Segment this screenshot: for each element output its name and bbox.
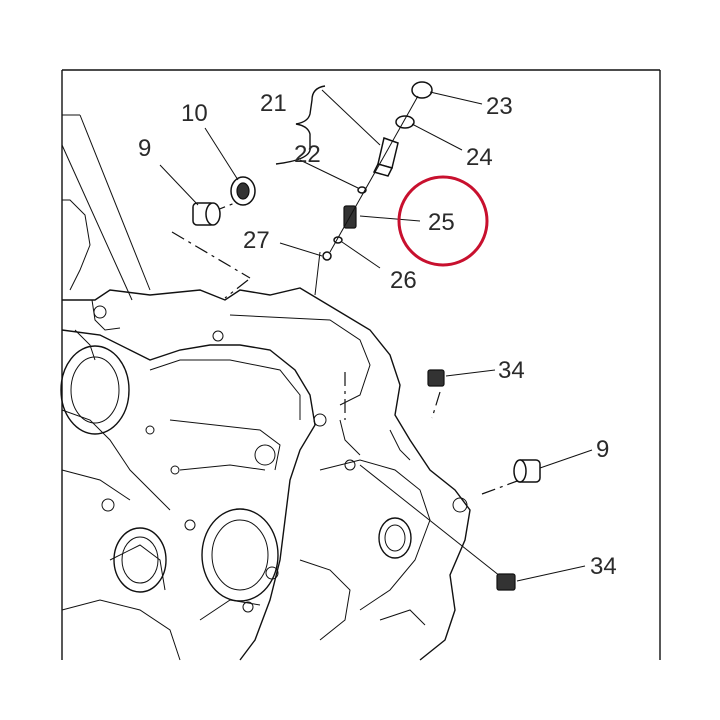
label-part-27: 27 (243, 227, 270, 254)
crankcase-bores (60, 305, 468, 613)
part-34-plug-top (427, 369, 445, 387)
label-part-25: 25 (428, 209, 455, 236)
label-part-22: 22 (294, 141, 321, 168)
part-10-seal (230, 176, 256, 206)
diagram-frame (61, 69, 661, 660)
part-27-ball (322, 251, 332, 261)
label-part-23: 23 (486, 93, 513, 120)
label-part-9-left: 9 (138, 135, 151, 162)
label-part-24: 24 (466, 144, 493, 171)
label-part-26: 26 (390, 267, 417, 294)
part-9-bushing-left (192, 202, 221, 226)
crankcase-half (61, 199, 471, 661)
label-part-10: 10 (181, 100, 208, 127)
label-part-21: 21 (260, 90, 287, 117)
label-part-34-top: 34 (498, 357, 525, 384)
part-24-washer (395, 115, 415, 129)
part-23-cap (411, 81, 433, 99)
bracket-21 (275, 85, 326, 165)
part-34-plug-bottom (496, 573, 516, 591)
label-part-9-right: 9 (596, 436, 609, 463)
label-part-34-bottom: 34 (590, 553, 617, 580)
part-9-bushing-right (513, 459, 541, 483)
assembly-lines (61, 114, 521, 581)
part-21-body (372, 137, 399, 177)
callout-leaders (159, 89, 593, 582)
highlight-circle-part-25 (397, 175, 489, 267)
part-labels: 9 10 21 22 23 24 25 26 27 34 9 34 (138, 90, 617, 580)
